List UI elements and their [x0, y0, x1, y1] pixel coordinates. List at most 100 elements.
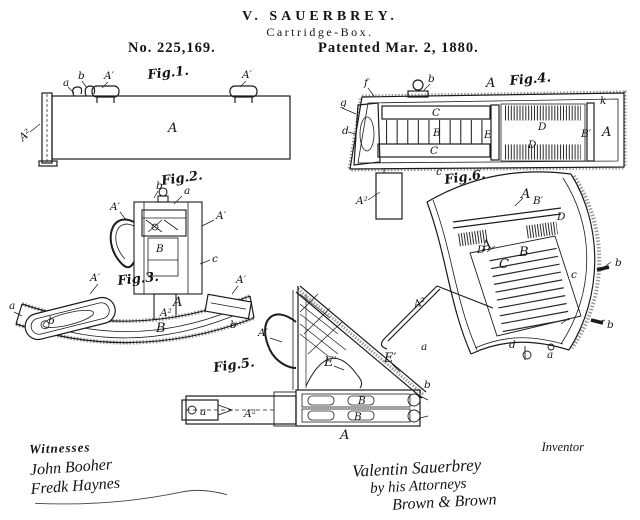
fig6-stud-lower: [590, 318, 604, 325]
fig5-label-b: b: [424, 379, 431, 391]
fig5-spring-arm: [305, 357, 363, 389]
fig6-cartridge-slats: [489, 247, 571, 337]
fig4-label-E: E: [483, 129, 492, 141]
fig4-label-D-upper: D: [537, 121, 547, 133]
fig6-label-c: c: [571, 269, 577, 281]
fig4-label-a2: A²: [355, 195, 368, 207]
patent-invention-title: Cartridge-Box.: [266, 25, 374, 39]
fig6-stud-upper: [596, 265, 610, 272]
fig4-title: Fig.4.: [508, 70, 552, 89]
fig1-label-b: b: [78, 70, 85, 82]
fig2-label-a1-loop: A′: [109, 201, 121, 213]
fig2-label-a: a: [184, 185, 190, 197]
fig4-label-c: c: [436, 166, 442, 178]
fig6-carrier-frame: [469, 235, 582, 337]
fig1-belt-loop-right: [229, 85, 258, 98]
fig3-label-b-left: b: [48, 315, 55, 327]
fig4-label-k: k: [600, 95, 606, 107]
fig2-label-B: B: [155, 243, 164, 255]
fig5-label-a: a: [200, 406, 206, 418]
fig4-label-C-bottom: C: [430, 145, 438, 157]
fig3-label-a: a: [9, 300, 15, 312]
fig6-label-D-left: D: [476, 244, 486, 256]
fig2-label-a1-right: A′: [215, 210, 227, 222]
fig4-strap-a2: [375, 172, 403, 220]
fig6-label-D-right: D: [556, 211, 566, 223]
fig2-title: Fig.2.: [159, 168, 203, 189]
fig6-spring-right-D: [526, 221, 558, 239]
fig4-channel-lower: [377, 143, 491, 158]
signature-flourish: [35, 489, 228, 505]
fig6-label-a-rod: a: [421, 341, 427, 353]
fig5-label-a1: A′: [257, 327, 269, 339]
fig1-outline: [29, 80, 291, 167]
witnesses-block: Witnesses John Booher Fredk Haynes: [29, 435, 231, 508]
fig6-label-C: C: [499, 257, 509, 272]
fig6-label-A-left: A: [479, 237, 493, 254]
fig6-label-B: B: [518, 245, 529, 260]
figure-3-drawing: Fig.3. A′ A′ a b A B b: [9, 270, 255, 345]
figure-4-drawing: Fig.4. g f b A k d C B C E D D B′ A c A²: [340, 70, 627, 220]
fig4-label-B: B: [432, 127, 441, 139]
fig5-label-a2: A²: [243, 408, 256, 420]
figure-6-drawing: Fig.6. A B′ D D A B C c d a b b A² a: [380, 167, 622, 361]
fig1-belt-loop-left: [91, 85, 120, 98]
fig1-label-a1-left: A′: [103, 70, 115, 82]
fig6-spring-left-D: [458, 229, 488, 247]
fig4-label-b: b: [428, 73, 435, 85]
fig6-label-B1: B′: [532, 195, 544, 207]
fig4-follower-E: [490, 104, 500, 161]
fig4-label-D-lower: D: [527, 139, 537, 151]
fig1-label-A: A: [167, 121, 177, 136]
fig3-label-a1-left: A′: [89, 272, 101, 284]
fig5-label-E1-inner: E′: [323, 355, 336, 370]
fig1-label-a2: A²: [16, 127, 34, 144]
fig4-label-C-top: C: [432, 107, 440, 119]
inventor-heading: Inventor: [541, 440, 584, 454]
fig4-channel-upper: [381, 105, 491, 120]
fig4-label-A-top: A: [485, 76, 495, 91]
patent-date: Patented Mar. 2, 1880.: [318, 40, 479, 56]
fig6-label-A-top: A: [520, 187, 530, 202]
fig4-label-f: f: [363, 77, 370, 89]
fig3-label-A: A: [172, 295, 182, 310]
fig4-label-B1: B′: [580, 128, 592, 140]
fig6-label-a-bottom: a: [547, 349, 553, 361]
inventor-block: Inventor Valentin Sauerbrey by his Attor…: [352, 440, 612, 514]
fig2-outline: [109, 187, 215, 323]
fig5-label-B-top: B: [357, 395, 366, 407]
fig4-outline: [341, 79, 625, 220]
fig5-label-B-bottom: B: [353, 411, 362, 423]
fig5-handle-loop: [264, 313, 297, 369]
fig3-lid-piece: [24, 296, 116, 341]
fig2-handle-loop: [109, 218, 135, 269]
fig6-bar-B1: [452, 207, 562, 229]
fig1-title: Fig.1.: [146, 64, 190, 83]
fig4-label-g: g: [340, 97, 347, 109]
fig4-label-A-right: A: [601, 125, 611, 140]
figure-2-drawing: Fig.2. b a A′ A′ B c A²: [109, 168, 227, 323]
fig6-title: Fig.6.: [442, 167, 486, 188]
fig3-label-a1-right: A′: [235, 274, 247, 286]
fig6-shoulder-rod: [380, 285, 494, 350]
fig4-label-d: d: [342, 125, 349, 137]
fig6-label-b-upper: b: [615, 257, 622, 269]
patent-number: No. 225,169.: [128, 40, 216, 56]
fig1-hook: [72, 86, 83, 97]
fig3-label-B: B: [155, 321, 166, 336]
fig3-label-b-right: b: [230, 319, 237, 331]
fig6-label-d: d: [509, 339, 516, 351]
fig2-label-c: c: [212, 253, 218, 265]
fig3-outline: [13, 283, 255, 344]
fig3-end-piece: [204, 293, 253, 320]
fig2-label-b: b: [156, 180, 163, 192]
patent-inventor-name: V. SAUERBREY.: [242, 9, 398, 24]
fig5-hatching: [299, 293, 347, 357]
fig6-label-a2: A²: [411, 296, 427, 311]
fig1-label-a1-right: A′: [241, 69, 253, 81]
fig3-title: Fig.3.: [116, 270, 160, 289]
fig5-outline: [181, 285, 429, 427]
figure-1-drawing: Fig.1. a b A′ A′ A A²: [16, 64, 291, 167]
fig5-title: Fig.5.: [211, 355, 255, 376]
